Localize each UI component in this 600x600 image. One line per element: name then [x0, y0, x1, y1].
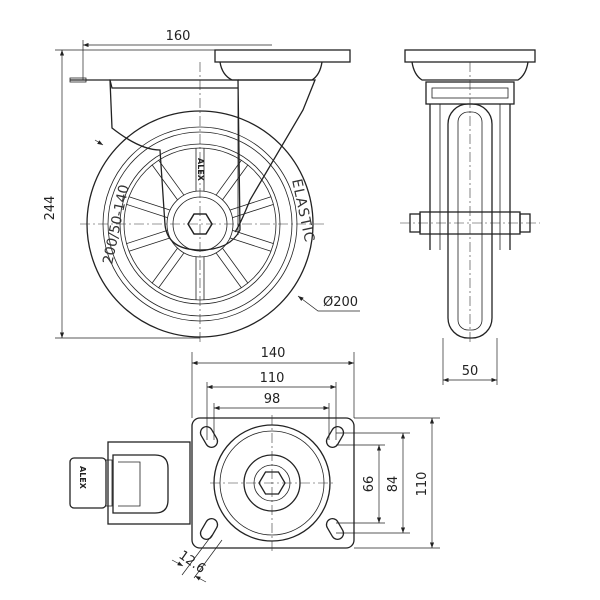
wheel-spoke [232, 203, 274, 218]
wheel-spoke [222, 248, 249, 284]
top-view: ALEX 140 110 98 66 [69, 346, 440, 583]
dim-hole-inner-98: 98 [264, 392, 281, 407]
dim-vertical-66: 66 [362, 476, 377, 493]
wheel-spoke [230, 237, 272, 252]
dim-hole-outer-110: 110 [260, 371, 285, 386]
wheel-spoke [215, 159, 242, 196]
wheel-spoke [126, 230, 168, 245]
tire-size-text: 200/50-140 [100, 183, 132, 266]
wheel-spoke [128, 237, 170, 252]
mounting-plate [191, 417, 355, 549]
wheel-spoke [128, 196, 170, 211]
wheel-spoke [151, 248, 178, 284]
wheel-spoke [232, 230, 274, 245]
wheel-spoke [126, 203, 168, 218]
dim-plate-height-110: 110 [415, 472, 430, 497]
fork [109, 79, 241, 251]
dim-wheel-diameter: Ø200 [323, 295, 358, 310]
dim-vertical-84: 84 [386, 476, 401, 493]
dim-wheel-width-50: 50 [462, 364, 479, 379]
wheel-spoke [158, 159, 185, 196]
dim-width-160: 160 [166, 29, 191, 44]
dim-slot-width-12-6: 12.6 [176, 548, 208, 577]
wheel-spoke [230, 196, 272, 211]
dim-plate-width-140: 140 [261, 346, 286, 361]
fork-logo: ALEX [196, 158, 205, 182]
brake-logo: ALEX [78, 466, 87, 490]
wheel-spoke [158, 252, 185, 289]
wheel-spoke [222, 164, 249, 200]
wheel-spoke [151, 164, 178, 200]
side-view: 200/50-140 ELASTIC ALEX 160 244 Ø200 [43, 29, 360, 345]
wheel-spoke [215, 252, 242, 289]
front-view: 50 [400, 49, 540, 385]
dim-height-244: 244 [43, 196, 58, 221]
brake-pedal: ALEX [69, 441, 191, 525]
